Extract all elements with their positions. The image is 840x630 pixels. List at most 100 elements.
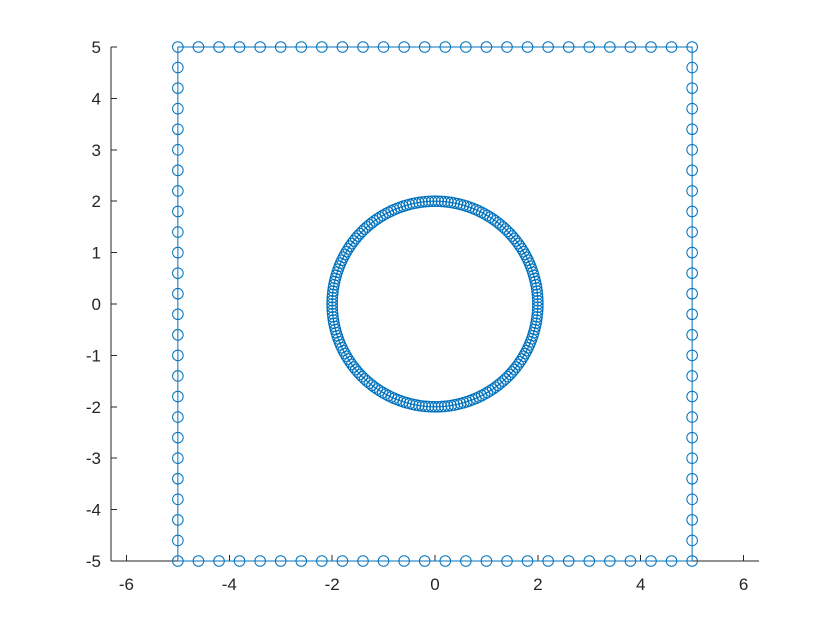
data-point (326, 301, 338, 314)
data-point (460, 555, 472, 567)
data-point (326, 288, 339, 301)
data-point (686, 514, 698, 526)
data-point (356, 225, 369, 238)
data-point (686, 349, 698, 362)
data-point (361, 221, 373, 233)
data-point (172, 329, 184, 341)
data-point (665, 555, 678, 567)
data-point (172, 431, 184, 444)
data-point (172, 102, 184, 115)
data-point (686, 287, 698, 300)
data-point (358, 223, 371, 235)
data-point (326, 294, 338, 307)
data-point (419, 400, 432, 413)
data-point (172, 349, 184, 362)
data-point (336, 555, 349, 567)
data-point (357, 555, 369, 567)
square-boundary-series (172, 41, 698, 567)
data-point (172, 452, 184, 465)
data-point (438, 400, 451, 413)
data-point (326, 298, 338, 310)
data-point (438, 195, 451, 208)
data-point (686, 185, 698, 197)
data-point (172, 267, 184, 279)
data-point (501, 225, 514, 238)
data-point (501, 370, 514, 383)
data-point (213, 41, 225, 53)
data-point (357, 41, 369, 53)
data-point (172, 308, 184, 321)
data-point (316, 41, 328, 53)
x-tick-label: -2 (325, 575, 340, 594)
data-point (327, 311, 339, 323)
data-point (478, 388, 491, 400)
data-point (499, 373, 512, 385)
data-point (531, 307, 544, 320)
data-point (521, 41, 534, 53)
data-point (686, 411, 698, 423)
data-point (519, 248, 531, 261)
data-point (172, 226, 184, 238)
data-point (531, 285, 543, 297)
data-point (172, 61, 184, 74)
data-point (686, 41, 698, 53)
y-tick-label: -5 (86, 552, 101, 571)
data-point (339, 347, 351, 360)
data-point (172, 164, 184, 177)
data-point (432, 400, 445, 413)
data-point (233, 555, 246, 567)
data-point (445, 196, 457, 209)
data-point (531, 288, 544, 301)
data-point (604, 41, 616, 53)
data-point (686, 102, 698, 115)
data-point (686, 82, 698, 94)
data-point (172, 144, 184, 156)
data-point (532, 301, 544, 314)
data-point (418, 41, 431, 53)
data-point (233, 41, 246, 53)
data-point (295, 41, 308, 53)
data-point (295, 555, 308, 567)
data-point (686, 390, 698, 403)
data-point (504, 227, 516, 240)
data-point (686, 431, 698, 444)
y-tick-label: 4 (92, 89, 101, 108)
data-point (686, 246, 698, 259)
data-point (172, 534, 184, 547)
data-point (416, 400, 428, 412)
data-point (645, 41, 657, 53)
data-point (542, 41, 554, 53)
data-point (531, 311, 543, 323)
data-point (442, 196, 454, 208)
data-point (562, 555, 575, 567)
x-tick-label: 6 (739, 575, 748, 594)
data-point (439, 555, 452, 567)
data-point (506, 230, 518, 242)
data-point (172, 411, 184, 423)
data-point (377, 41, 390, 53)
y-tick-label: 0 (92, 295, 101, 314)
data-point (429, 195, 441, 207)
y-tick-label: -4 (86, 501, 101, 520)
series-layer (172, 41, 698, 567)
x-tick-label: 2 (533, 575, 542, 594)
data-point (172, 82, 184, 94)
data-point (398, 41, 410, 53)
data-point (172, 205, 184, 218)
data-point (422, 195, 435, 208)
data-point (686, 267, 698, 279)
data-point (480, 41, 493, 53)
x-tick-label: 0 (430, 575, 439, 594)
data-point (336, 41, 349, 53)
data-point (531, 304, 544, 317)
data-point (604, 555, 616, 567)
data-point (686, 226, 698, 238)
x-tick-label: 4 (636, 575, 645, 594)
data-point (501, 555, 513, 567)
data-point (192, 555, 205, 567)
data-point (645, 555, 657, 567)
data-point (172, 370, 184, 382)
series-line (177, 46, 693, 562)
